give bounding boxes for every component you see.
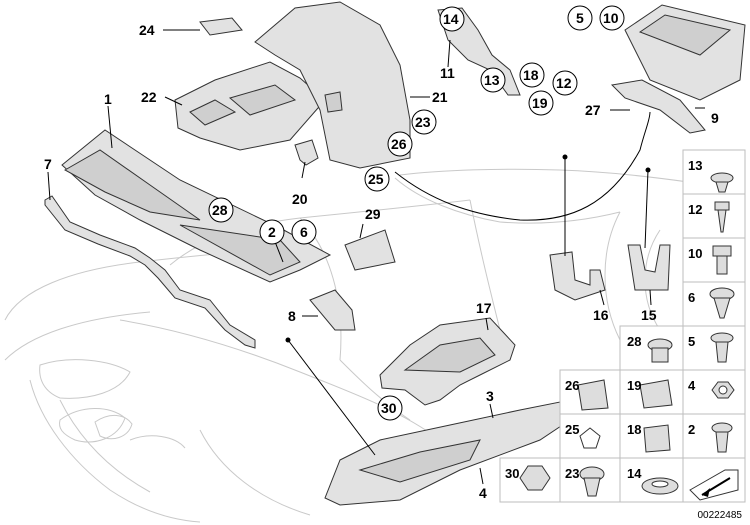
arrow-icon <box>689 469 739 501</box>
callout-17: 17 <box>476 300 492 316</box>
callout-24: 24 <box>139 22 155 38</box>
reference-number: 00222485 <box>697 510 743 521</box>
part-clamp-15 <box>627 244 671 291</box>
fastener-push-rivet-icon <box>710 172 734 193</box>
callout-4: 4 <box>479 485 487 501</box>
leader-lines <box>47 29 705 485</box>
fastener-retainer-clip-icon <box>577 379 609 411</box>
callout-23: 23 <box>415 114 431 130</box>
legend-25: 25 <box>565 422 579 437</box>
legend-18: 18 <box>627 422 641 437</box>
callout-1: 1 <box>104 91 112 107</box>
part-bracket <box>294 139 319 166</box>
fastener-clip-nut-icon <box>639 379 673 409</box>
part-clamp-16 <box>549 251 606 301</box>
legend-4: 4 <box>688 378 696 393</box>
fastener-legend: 13 12 10 6 28 5 26 19 4 25 18 2 30 23 14 <box>499 149 746 503</box>
leader-dot <box>285 337 291 343</box>
callout-10: 10 <box>603 10 619 26</box>
callout-12: 12 <box>556 75 572 91</box>
fastener-star-washer-icon <box>579 427 601 449</box>
callout-5: 5 <box>576 10 584 26</box>
legend-13: 13 <box>688 158 702 173</box>
fastener-plug-rivet-icon <box>711 422 733 453</box>
callout-18: 18 <box>523 67 539 83</box>
part-rear-strip <box>610 79 706 134</box>
fastener-expansion-nut-icon <box>579 466 605 497</box>
callout-13: 13 <box>484 72 500 88</box>
fastener-expanding-rivet-icon <box>709 287 735 319</box>
callout-3: 3 <box>486 388 494 404</box>
part-cover-plate <box>344 229 396 271</box>
callout-2: 2 <box>268 224 276 240</box>
fastener-hex-cap-icon <box>519 465 551 491</box>
fastener-bolt-icon <box>712 245 732 275</box>
callout-15: 15 <box>641 307 657 323</box>
callout-25: 25 <box>368 171 384 187</box>
legend-23: 23 <box>565 466 579 481</box>
legend-19: 19 <box>627 378 641 393</box>
fastener-grommet-icon <box>641 477 679 495</box>
callout-6: 6 <box>300 224 308 240</box>
legend-5: 5 <box>688 334 695 349</box>
callout-27: 27 <box>585 102 601 118</box>
callout-19: 19 <box>532 95 548 111</box>
callout-21: 21 <box>432 89 448 105</box>
callout-7: 7 <box>44 156 52 172</box>
part-clip <box>309 289 356 331</box>
callout-20: 20 <box>292 191 308 207</box>
callout-16: 16 <box>593 307 609 323</box>
leader-dot <box>645 167 651 173</box>
part-underbody-panel <box>324 401 571 506</box>
callout-22: 22 <box>141 89 157 105</box>
callout-14: 14 <box>443 11 459 27</box>
callout-30: 30 <box>381 400 397 416</box>
legend-12: 12 <box>688 202 702 217</box>
callout-26: 26 <box>391 136 407 152</box>
fastener-clip-rivet-icon <box>710 332 734 363</box>
part-seal-strip <box>44 195 256 349</box>
callout-11: 11 <box>440 65 455 81</box>
part-cowl-panel <box>61 129 332 283</box>
fastener-spring-nut-icon <box>647 338 673 363</box>
fastener-screw-icon <box>714 201 730 233</box>
legend-30: 30 <box>505 466 519 481</box>
part-storage-box <box>624 4 746 101</box>
fastener-u-nut-icon <box>643 424 671 453</box>
part-pad <box>199 17 243 36</box>
callout-8: 8 <box>288 308 296 324</box>
leader-dot <box>562 154 568 160</box>
circled-callouts <box>208 5 625 421</box>
part-underbody-shield <box>379 317 516 406</box>
legend-2: 2 <box>688 422 695 437</box>
part-tray <box>174 61 326 151</box>
legend-10: 10 <box>688 246 702 261</box>
callout-29: 29 <box>365 206 381 222</box>
legend-26: 26 <box>565 378 579 393</box>
legend-6: 6 <box>688 290 695 305</box>
part-side-panel <box>254 1 411 169</box>
fastener-nut-icon <box>711 381 735 399</box>
legend-14: 14 <box>627 466 642 481</box>
callout-labels: 24 22 1 7 20 21 23 26 25 28 2 6 29 8 17 … <box>44 10 719 501</box>
callout-9: 9 <box>711 110 719 126</box>
legend-28: 28 <box>627 334 641 349</box>
callout-28: 28 <box>212 202 228 218</box>
body-seam-line <box>394 111 651 221</box>
